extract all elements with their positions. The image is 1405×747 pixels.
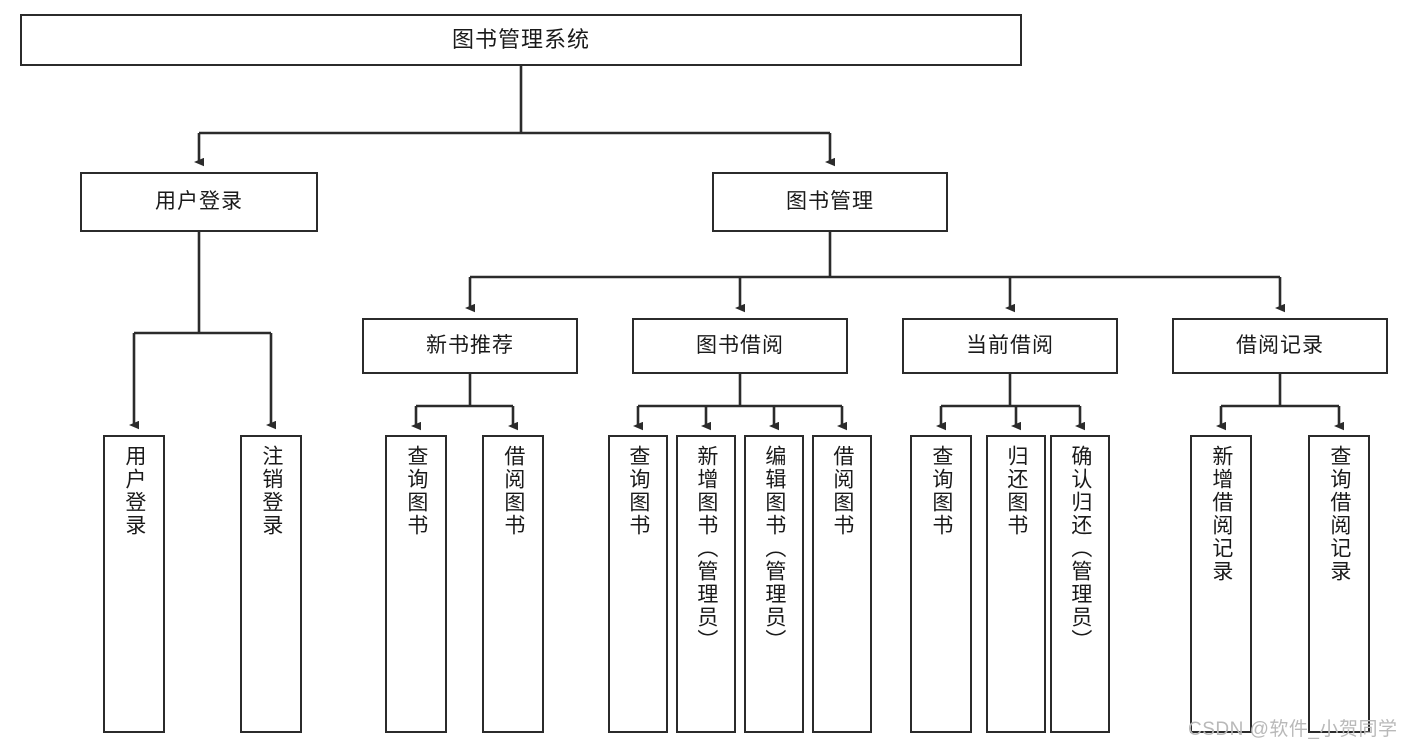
node-label: 归还图书: [1004, 445, 1028, 537]
leaf-query-book[interactable]: 查询图书: [608, 435, 668, 733]
leaf-confirm-return-admin[interactable]: 确认归还（管理员）: [1050, 435, 1110, 733]
leaf-add-book-admin[interactable]: 新增图书（管理员）: [676, 435, 736, 733]
node-label: 新书推荐: [426, 333, 514, 357]
leaf-borrow-book-recommend[interactable]: 借阅图书: [482, 435, 544, 733]
node-label: 图书借阅: [696, 333, 784, 357]
node-label: 注销登录: [259, 445, 283, 537]
node-label: 用户登录: [122, 445, 146, 537]
node-label: 编辑图书（管理员）: [762, 445, 786, 652]
node-label: 用户登录: [155, 189, 243, 213]
node-current-borrow[interactable]: 当前借阅: [902, 318, 1118, 374]
node-root-system[interactable]: 图书管理系统: [20, 14, 1022, 66]
leaf-user-login[interactable]: 用户登录: [103, 435, 165, 733]
node-label: 查询图书: [929, 445, 953, 537]
leaf-edit-book-admin[interactable]: 编辑图书（管理员）: [744, 435, 804, 733]
node-label: 借阅记录: [1236, 333, 1324, 357]
leaf-query-book-recommend[interactable]: 查询图书: [385, 435, 447, 733]
node-label: 查询借阅记录: [1327, 445, 1351, 583]
node-label: 新增图书（管理员）: [694, 445, 718, 652]
csdn-watermark: CSDN @软件_小贺同学: [1188, 719, 1398, 740]
node-label: 新增借阅记录: [1209, 445, 1233, 583]
node-label: 当前借阅: [966, 333, 1054, 357]
node-new-book-recommend[interactable]: 新书推荐: [362, 318, 578, 374]
leaf-return-book[interactable]: 归还图书: [986, 435, 1046, 733]
node-book-management[interactable]: 图书管理: [712, 172, 948, 232]
node-borrow-record[interactable]: 借阅记录: [1172, 318, 1388, 374]
node-label: 图书管理: [786, 189, 874, 213]
leaf-borrow-book[interactable]: 借阅图书: [812, 435, 872, 733]
node-label: 借阅图书: [501, 445, 525, 537]
node-book-borrow[interactable]: 图书借阅: [632, 318, 848, 374]
leaf-query-borrow-record[interactable]: 查询借阅记录: [1308, 435, 1370, 733]
node-label: 确认归还（管理员）: [1068, 445, 1092, 652]
node-label: 借阅图书: [830, 445, 854, 537]
leaf-add-borrow-record[interactable]: 新增借阅记录: [1190, 435, 1252, 733]
node-label: 图书管理系统: [451, 27, 590, 53]
leaf-query-book-current[interactable]: 查询图书: [910, 435, 972, 733]
node-label: 查询图书: [626, 445, 650, 537]
leaf-logout[interactable]: 注销登录: [240, 435, 302, 733]
node-user-login[interactable]: 用户登录: [80, 172, 318, 232]
node-label: 查询图书: [404, 445, 428, 537]
